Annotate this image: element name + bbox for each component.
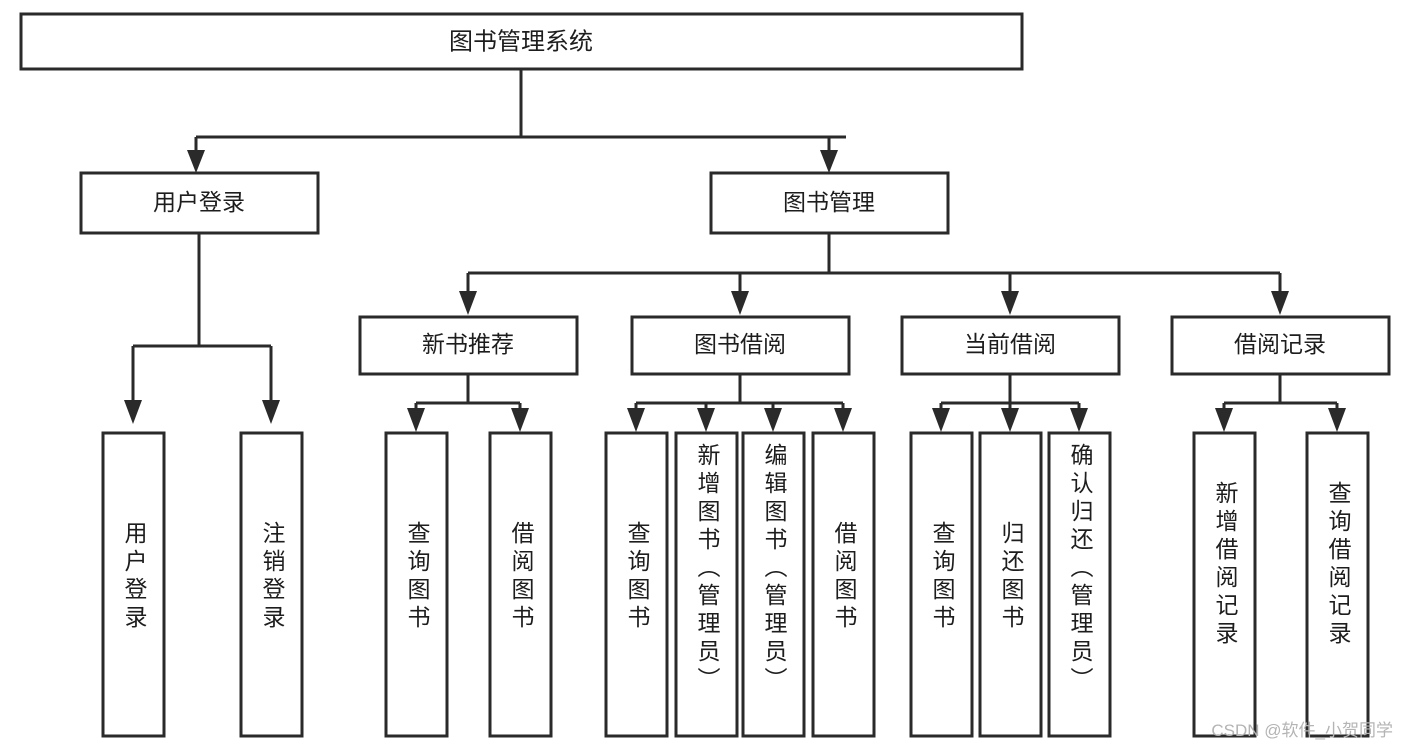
node-root[interactable]: 图书管理系统 xyxy=(19,12,1024,71)
node-book-manage-label: 图书管理 xyxy=(783,189,875,215)
connector-userlogin-to-leaves xyxy=(124,233,280,424)
connector-newbook-to-leaves xyxy=(407,374,529,432)
node-book-borrow-label: 图书借阅 xyxy=(694,331,786,357)
connector-borrowrecord-to-leaves xyxy=(1215,374,1346,432)
leaf-box-confirm-return[interactable] xyxy=(1047,431,1112,738)
leaf-box-return-book[interactable] xyxy=(978,431,1043,738)
leaf-box-query-book-1[interactable] xyxy=(384,431,449,738)
leaf-box-edit-book[interactable] xyxy=(741,431,806,738)
connector-bookmanage-to-level3 xyxy=(459,233,1289,315)
node-new-book-recommend[interactable]: 新书推荐 xyxy=(358,315,579,376)
node-root-label: 图书管理系统 xyxy=(449,28,593,55)
leaf-box-add-book[interactable] xyxy=(674,431,739,738)
connector-bookborrow-to-leaves xyxy=(627,374,852,432)
connector-currentborrow-to-leaves xyxy=(932,374,1088,432)
node-borrow-record[interactable]: 借阅记录 xyxy=(1170,315,1391,376)
leaf-box-borrow-book-1[interactable] xyxy=(488,431,553,738)
leaf-box-add-record[interactable] xyxy=(1192,431,1257,738)
node-book-borrow[interactable]: 图书借阅 xyxy=(630,315,851,376)
node-new-book-recommend-label: 新书推荐 xyxy=(422,331,514,357)
node-borrow-record-label: 借阅记录 xyxy=(1234,331,1326,357)
leaf-box-query-book-2[interactable] xyxy=(604,431,669,738)
leaf-box-borrow-book-2[interactable] xyxy=(811,431,876,738)
node-current-borrow-label: 当前借阅 xyxy=(964,331,1056,357)
leaf-box-query-record[interactable] xyxy=(1305,431,1370,738)
node-user-login[interactable]: 用户登录 xyxy=(79,171,320,235)
connector-root-to-level2 xyxy=(187,69,846,173)
leaf-box-logout-login[interactable] xyxy=(239,431,304,738)
leaf-box-query-book-3[interactable] xyxy=(909,431,974,738)
node-current-borrow[interactable]: 当前借阅 xyxy=(900,315,1121,376)
leaf-box-user-login[interactable] xyxy=(101,431,166,738)
node-book-manage[interactable]: 图书管理 xyxy=(709,171,950,235)
node-user-login-label: 用户登录 xyxy=(153,189,245,215)
